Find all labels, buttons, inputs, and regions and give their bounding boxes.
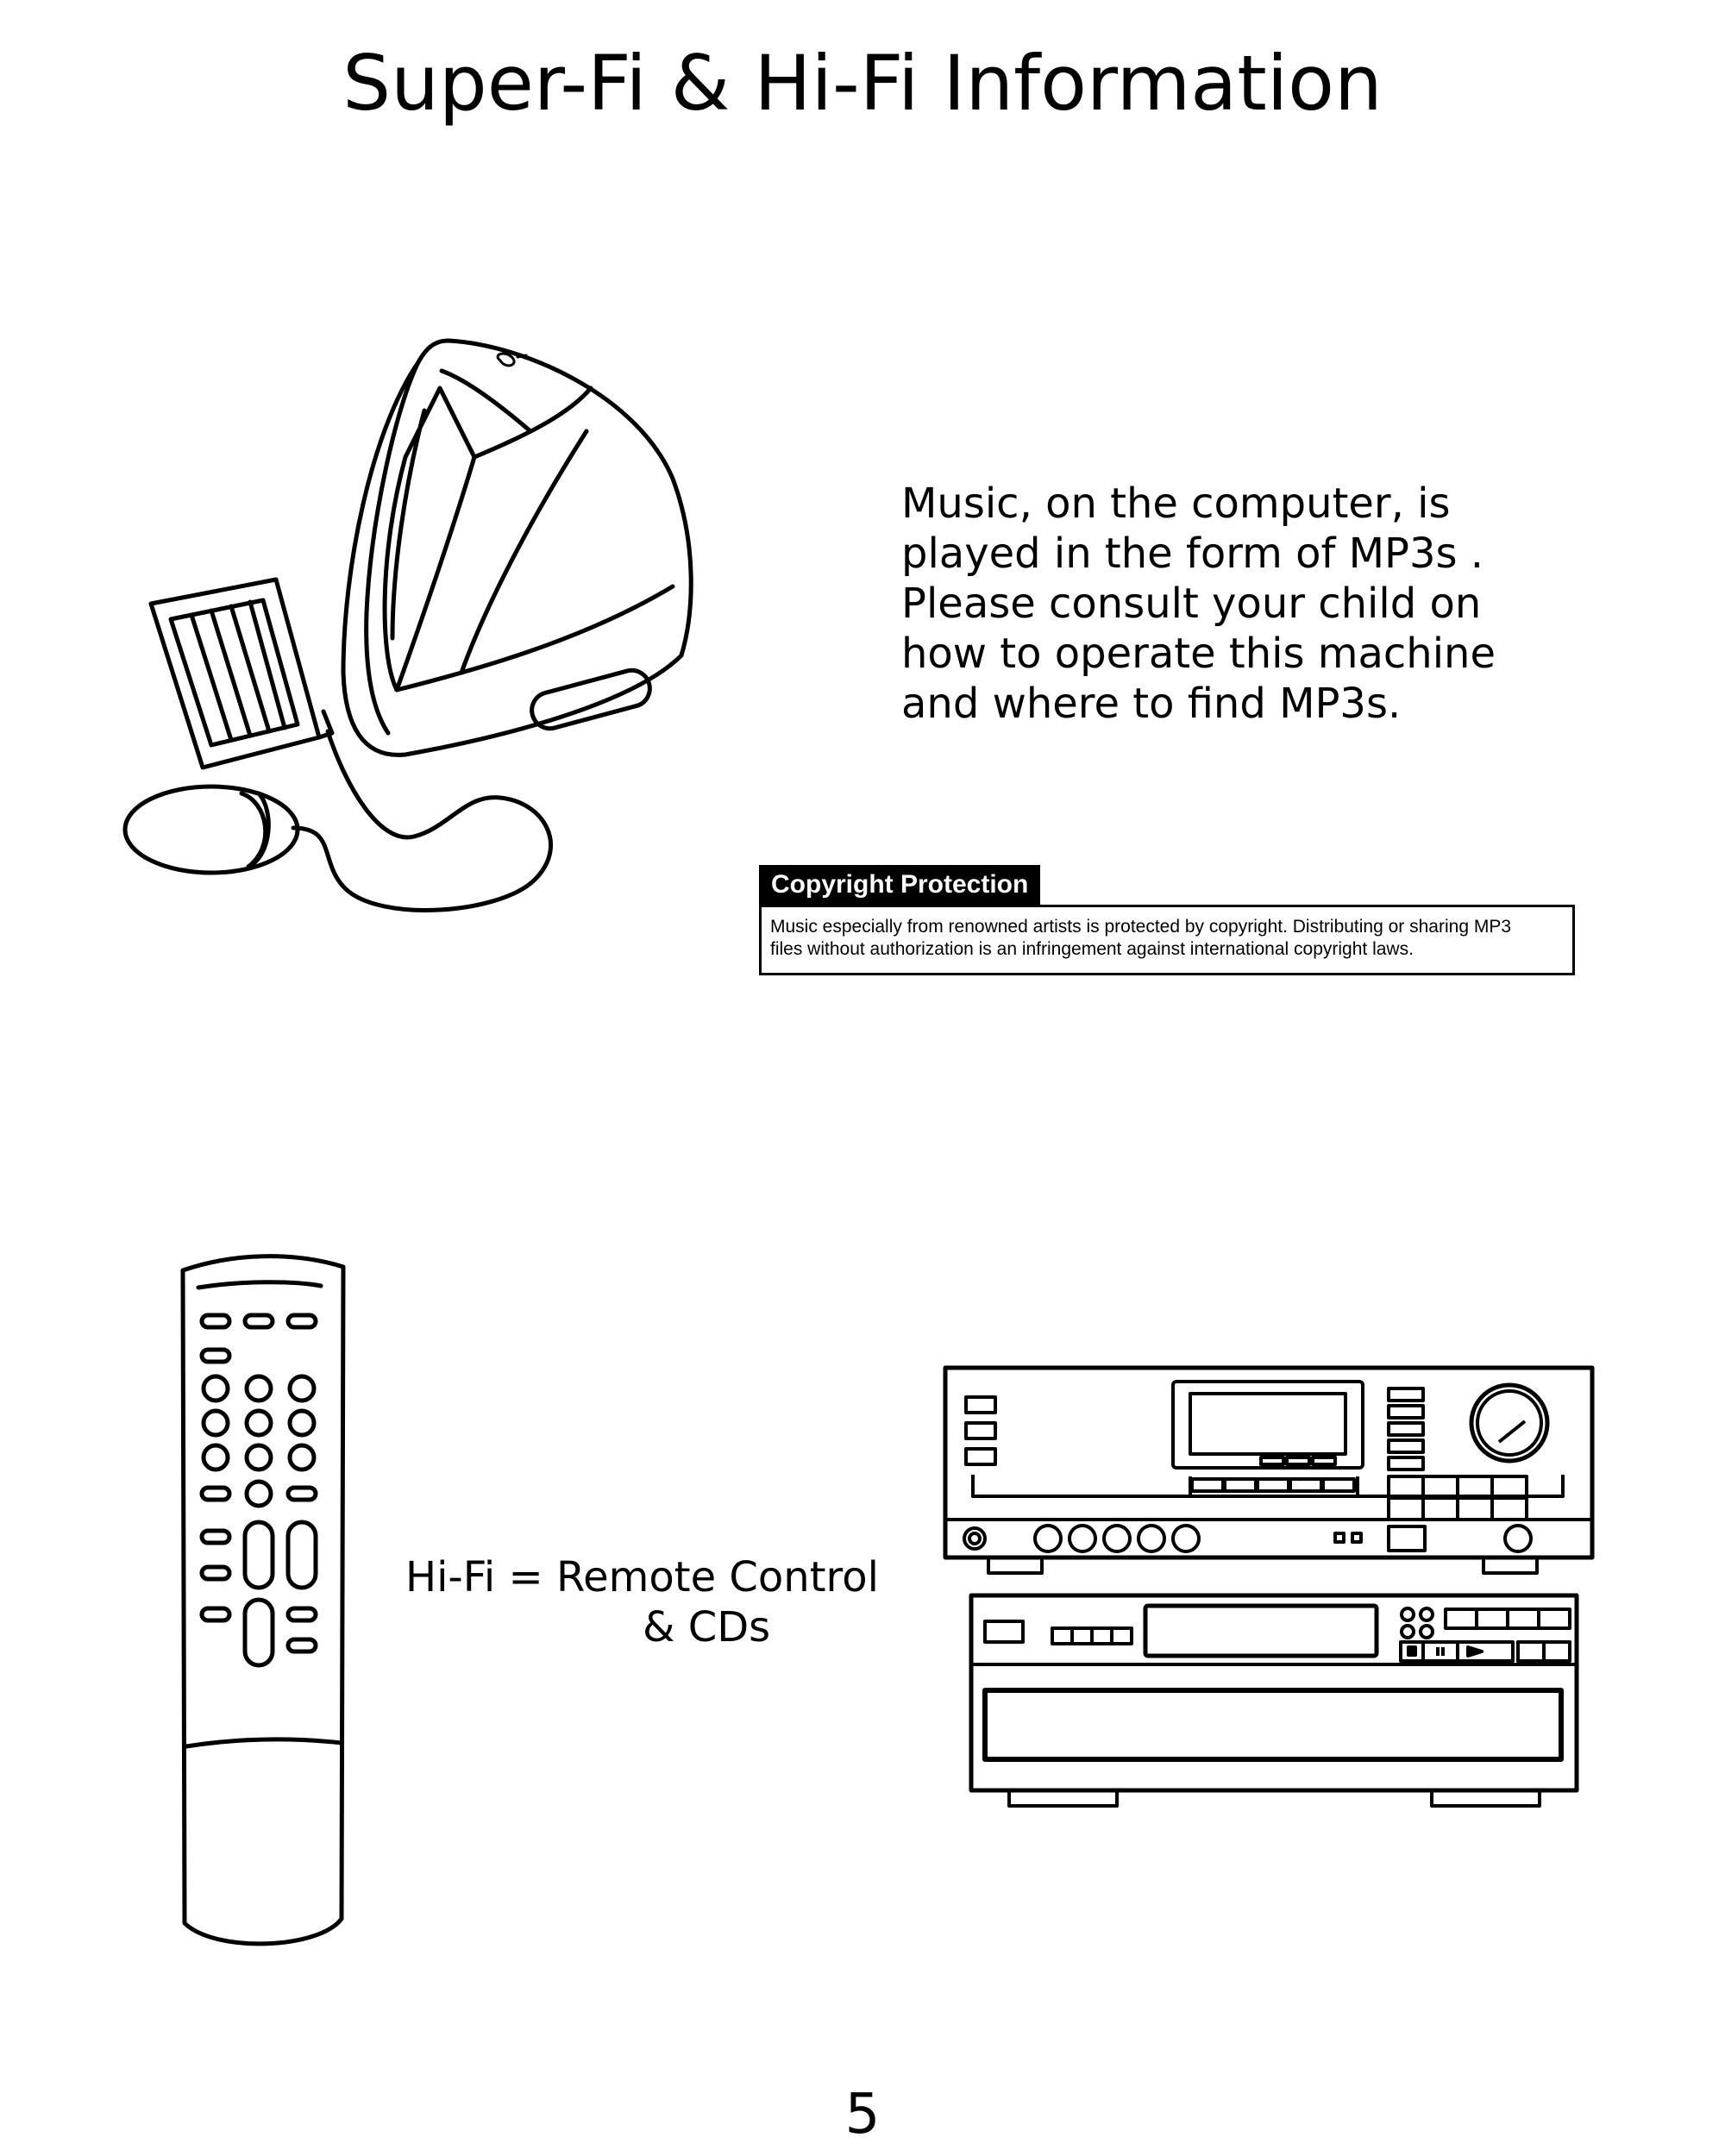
page-number: 5: [844, 2083, 881, 2147]
computer-text-line: Music, on the computer, is: [901, 479, 1451, 528]
copyright-body-line: files without authorization is an infrin…: [770, 939, 1414, 959]
computer-icon: [122, 338, 693, 912]
copyright-label: Copyright Protection: [759, 865, 1041, 905]
stereo-system-icon: [943, 1365, 1595, 1808]
computer-music-text: Music, on the computer, is played in the…: [901, 479, 1591, 729]
hifi-label: Hi-Fi = Remote Control & CDs: [405, 1552, 940, 1652]
remote-control-icon: [180, 1254, 346, 1946]
page-title: Super-Fi & Hi-Fi Information: [342, 39, 1383, 128]
computer-text-line: played in the form of MP3s .: [901, 530, 1484, 578]
hifi-label-line: Hi-Fi = Remote Control: [405, 1553, 879, 1601]
copyright-notice: Copyright Protection Music especially fr…: [759, 865, 1575, 975]
copyright-body-line: Music especially from renowned artists i…: [770, 917, 1512, 937]
computer-text-line: and where to find MP3s.: [901, 680, 1402, 728]
computer-text-line: Please consult your child on: [901, 580, 1482, 628]
hifi-label-line: & CDs: [643, 1603, 771, 1651]
copyright-body: Music especially from renowned artists i…: [759, 905, 1575, 975]
computer-text-line: how to operate this machine: [901, 630, 1496, 678]
